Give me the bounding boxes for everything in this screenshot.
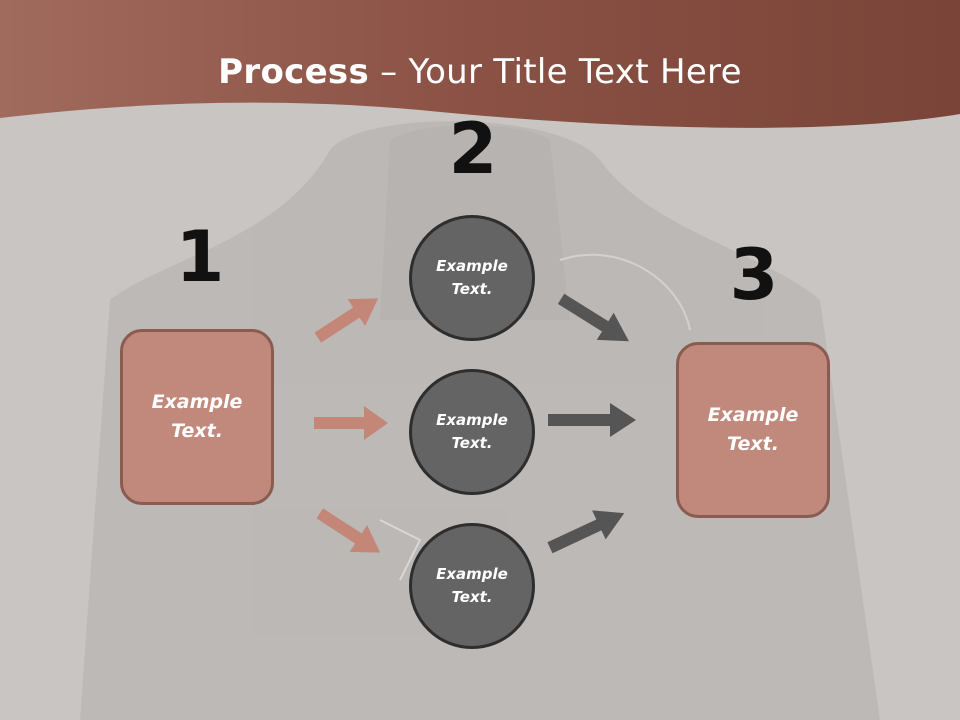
right-box-line1: Example bbox=[707, 404, 799, 426]
step-number-3: 3 bbox=[729, 234, 779, 316]
arrow-right-up bbox=[547, 510, 625, 554]
right-box-line2: Text. bbox=[727, 433, 779, 455]
arrow-right-middle bbox=[548, 403, 636, 437]
circle-top: Example Text. bbox=[409, 215, 535, 341]
title-rest: – Your Title Text Here bbox=[369, 52, 742, 92]
title-bold: Process bbox=[218, 52, 370, 92]
left-box-line1: Example bbox=[151, 391, 243, 413]
circle-bottom: Example Text. bbox=[409, 523, 535, 649]
circle-middle: Example Text. bbox=[409, 369, 535, 495]
circle-bottom-line1: Example bbox=[436, 565, 508, 583]
circle-top-line1: Example bbox=[436, 257, 508, 275]
circle-middle-line2: Text. bbox=[451, 434, 493, 452]
arrow-left-up bbox=[314, 298, 379, 343]
circle-middle-line1: Example bbox=[436, 411, 508, 429]
arrow-left-middle bbox=[314, 406, 388, 440]
left-box: Example Text. bbox=[120, 329, 274, 505]
title-banner bbox=[0, 0, 960, 128]
arrow-left-down bbox=[316, 508, 381, 553]
step-number-1: 1 bbox=[175, 216, 225, 298]
circle-top-line2: Text. bbox=[451, 280, 493, 298]
right-box: Example Text. bbox=[676, 342, 830, 518]
left-box-line2: Text. bbox=[171, 420, 223, 442]
slide-title: Process – Your Title Text Here bbox=[0, 52, 960, 92]
step-number-2: 2 bbox=[448, 108, 498, 190]
arrow-right-down bbox=[557, 293, 629, 342]
circle-bottom-line2: Text. bbox=[451, 588, 493, 606]
